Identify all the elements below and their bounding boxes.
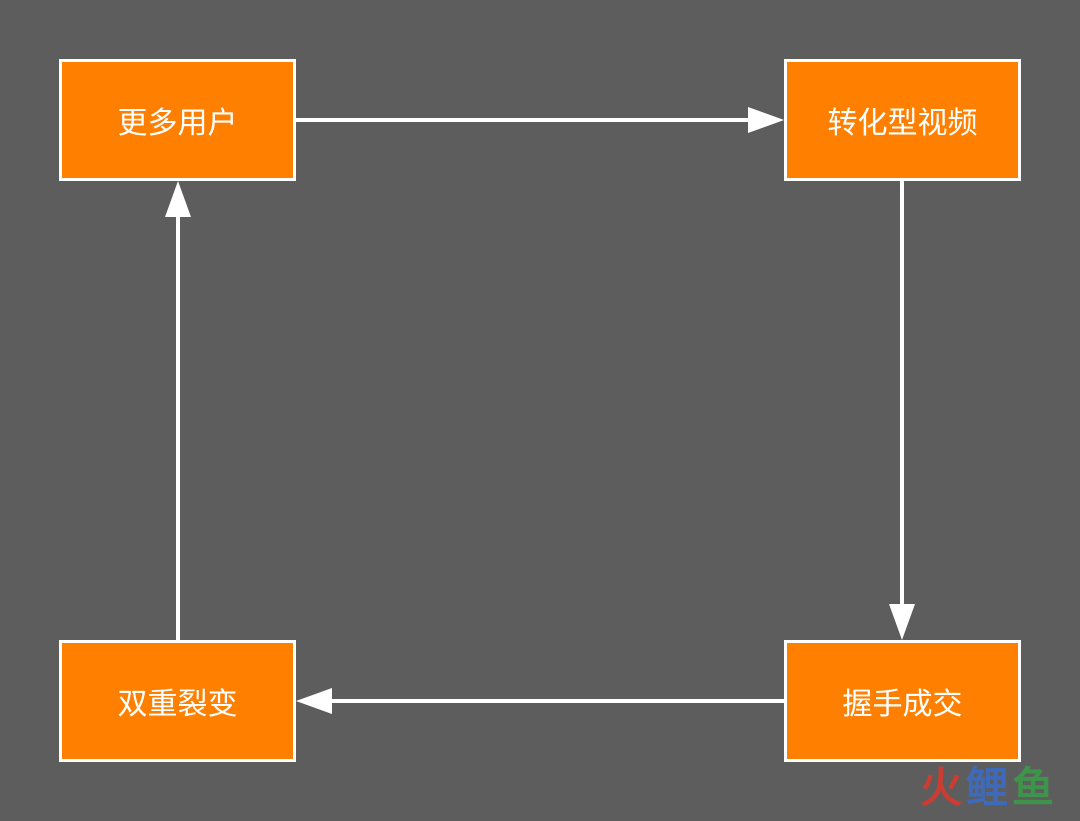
edge-handshake-deal-to-double-fission [296, 688, 784, 714]
watermark-char: 鲤 [965, 763, 1010, 812]
node-more-users: 更多用户 [59, 59, 296, 181]
node-handshake-deal: 握手成交 [784, 640, 1021, 762]
arrowhead-down-icon [889, 604, 915, 640]
node-double-fission: 双重裂变 [59, 640, 296, 762]
watermark-char: 火 [919, 763, 964, 812]
node-label: 转化型视频 [827, 106, 978, 141]
edge-conversion-video-to-handshake-deal [889, 181, 915, 640]
watermark-logo: 火 鲤 鱼 [920, 754, 1056, 815]
node-label: 更多用户 [117, 106, 238, 141]
watermark-char: 鱼 [1011, 763, 1056, 812]
arrowhead-up-icon [165, 181, 191, 217]
node-label: 双重裂变 [117, 687, 238, 722]
arrowhead-left-icon [296, 688, 332, 714]
node-label: 握手成交 [842, 687, 963, 722]
edge-more-users-to-conversion-video [296, 107, 784, 133]
arrowhead-right-icon [748, 107, 784, 133]
edge-double-fission-to-more-users [165, 181, 191, 640]
node-conversion-video: 转化型视频 [784, 59, 1021, 181]
